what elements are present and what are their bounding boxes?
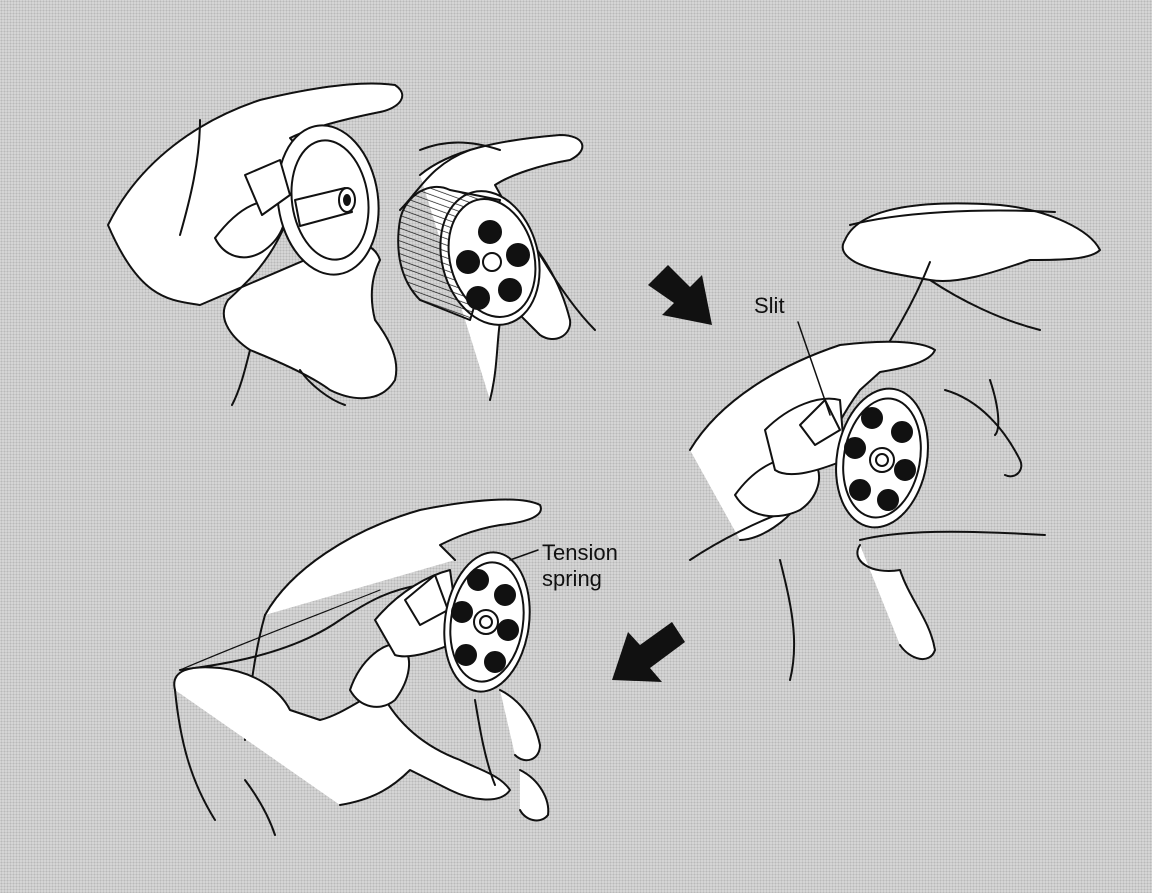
arrow-left-down-icon <box>612 622 685 682</box>
step3-tension-spring <box>174 500 548 835</box>
arrow-right-down-icon <box>648 265 712 325</box>
upper-hand <box>843 203 1100 281</box>
tension-label-line2: spring <box>542 566 602 591</box>
tension-label-line1: Tension <box>542 540 618 565</box>
step1-insert-bobbin <box>108 83 595 405</box>
slit-label: Slit <box>754 293 785 318</box>
bottom-hand <box>174 667 510 805</box>
step2-pull-thread-into-slit <box>690 203 1100 680</box>
